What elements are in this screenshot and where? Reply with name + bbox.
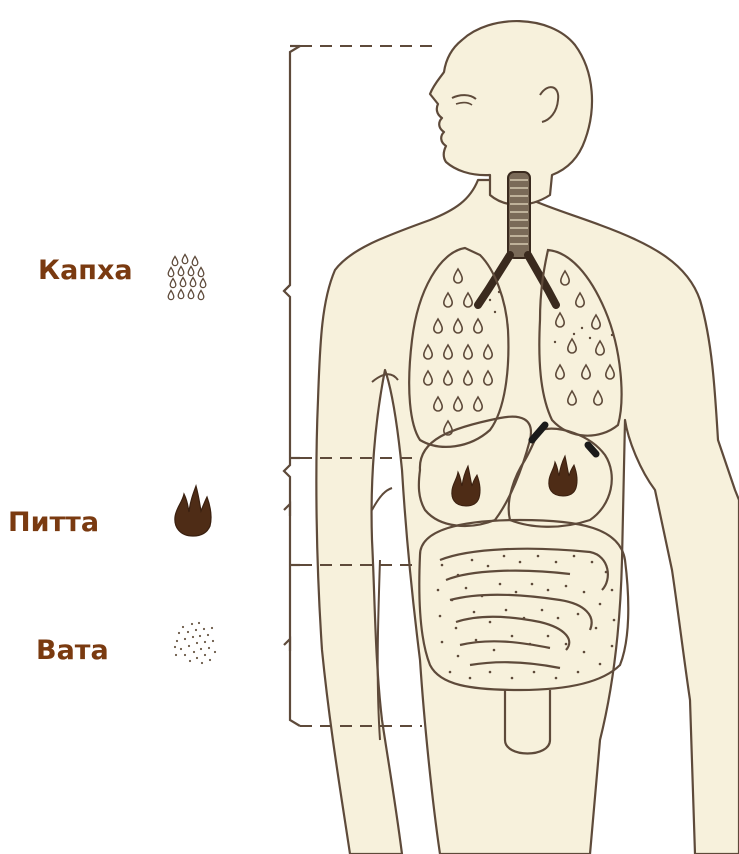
- dots-cloud-icon: [174, 622, 216, 664]
- dosha-label-vata: Вата: [36, 637, 109, 664]
- water-drops-icon: [168, 255, 206, 300]
- bracket-spine: [284, 46, 300, 726]
- dosha-label-kapha: Капха: [38, 257, 133, 284]
- dosha-brackets: [284, 46, 300, 726]
- flame-icon: [175, 486, 211, 536]
- dosha-label-pitta: Питта: [8, 509, 99, 536]
